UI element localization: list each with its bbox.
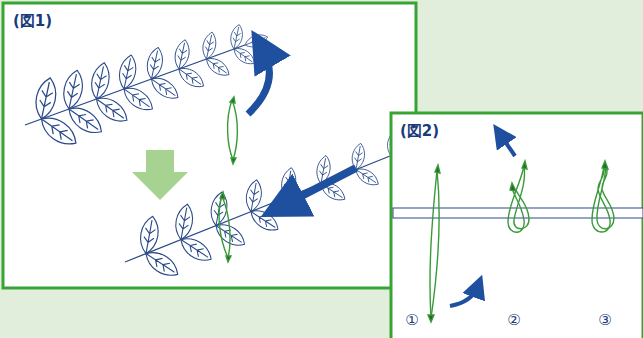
panel: (図2) xyxy=(391,113,643,338)
motion-arrow xyxy=(282,168,356,206)
leaf xyxy=(175,63,207,91)
leaf xyxy=(231,44,258,68)
panel-frame xyxy=(391,113,643,338)
stem xyxy=(25,45,245,125)
figure-heading: (図1) xyxy=(13,12,52,31)
leaf-branch xyxy=(25,23,269,150)
leaf-branch xyxy=(125,130,429,281)
twist-tie xyxy=(592,161,614,232)
motion-arrow xyxy=(500,134,515,156)
leaf xyxy=(147,73,182,103)
panel: (図1) xyxy=(3,3,416,288)
motion-arrow xyxy=(248,48,269,114)
leaf xyxy=(177,233,216,266)
twist-tie xyxy=(428,165,440,322)
stem-rod xyxy=(393,208,643,218)
step-arrow xyxy=(132,150,188,200)
twist-tie xyxy=(219,192,231,262)
leaf xyxy=(120,83,157,116)
leaf xyxy=(141,246,182,281)
leaf xyxy=(353,165,382,190)
twist-tie xyxy=(228,97,238,164)
twist-tie xyxy=(508,161,529,232)
motion-arrow xyxy=(450,286,478,306)
step-number: ② xyxy=(507,313,520,328)
panel-frame xyxy=(3,3,416,288)
figure-heading: (図2) xyxy=(400,122,439,141)
step-number: ① xyxy=(405,313,418,328)
leaf xyxy=(247,206,282,236)
leaf xyxy=(203,54,233,80)
stem xyxy=(125,150,405,262)
step-number: ③ xyxy=(598,313,611,328)
leaf xyxy=(92,92,132,127)
